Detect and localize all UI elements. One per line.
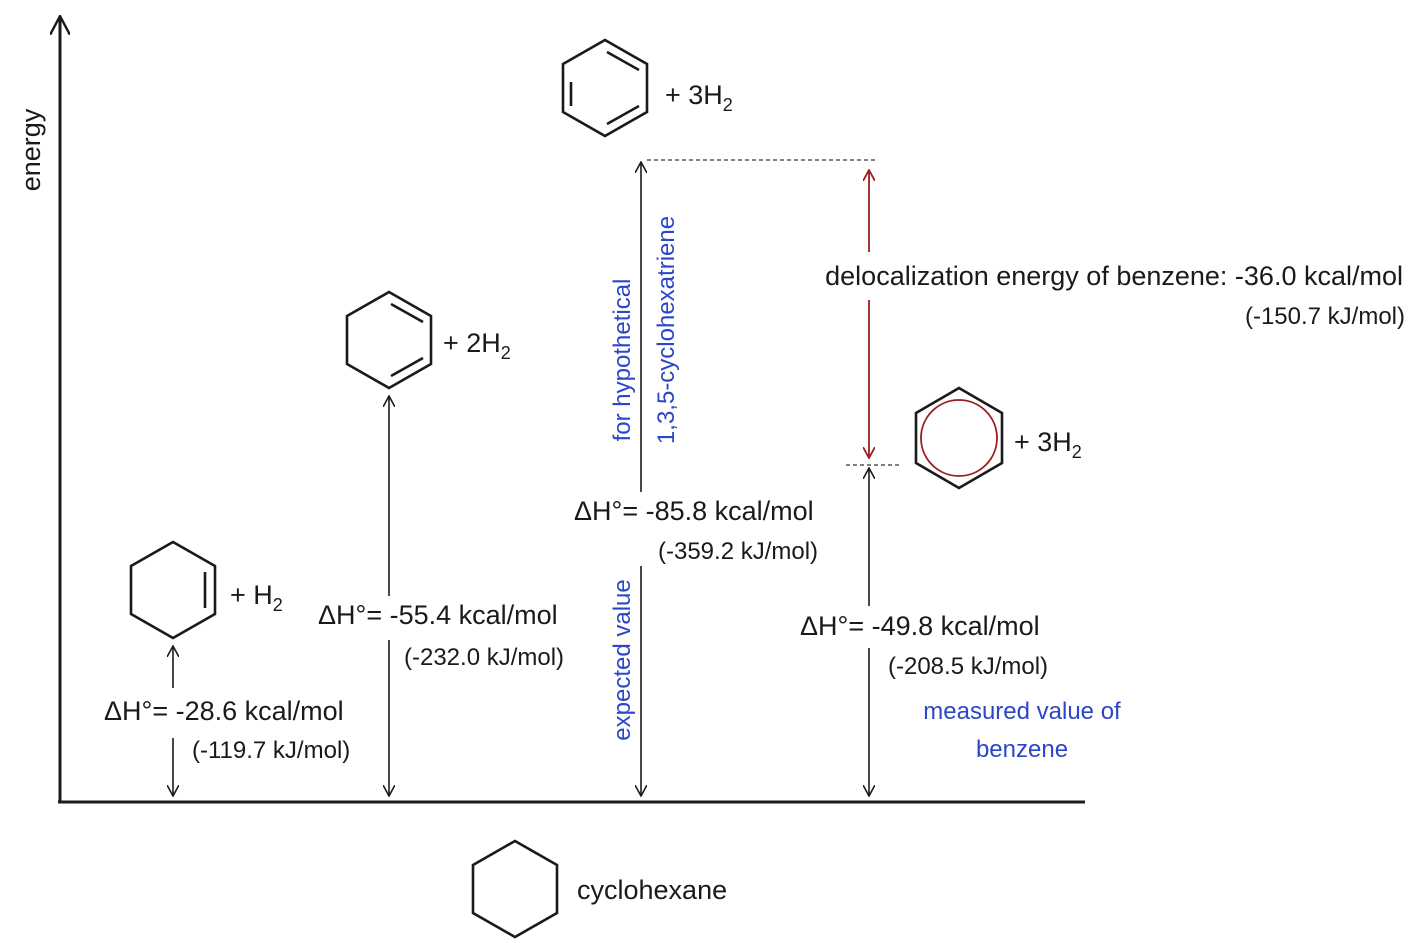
cyclohexene-molecule	[129, 540, 217, 640]
cyclohexene-dh-kj: (-119.7 kJ/mol)	[192, 737, 350, 764]
benzene-dh-kj: (-208.5 kJ/mol)	[888, 653, 1048, 680]
delocalization-kj: (-150.7 kJ/mol)	[1245, 303, 1405, 330]
cyclohexatriene-dh-kcal: ΔH°= -85.8 kcal/mol	[574, 496, 814, 526]
cyclohexadiene-dh-kcal: ΔH°= -55.4 kcal/mol	[318, 600, 558, 630]
benzene-note-line1: measured value of	[923, 698, 1121, 725]
cyclohexadiene-plus-h2: + 2H2	[443, 328, 511, 363]
cyclohexane-ring	[471, 839, 559, 939]
y-axis-label: energy	[16, 108, 46, 191]
benzene-note-line2: benzene	[976, 736, 1068, 763]
cyclohexatriene-plus-h2: + 3H2	[665, 80, 733, 115]
cyclohexadiene-molecule	[345, 290, 433, 390]
benzene-molecule	[914, 386, 1004, 490]
cyclohexatriene-note-expected: expected value	[609, 579, 636, 740]
benzene-dh-kcal: ΔH°= -49.8 kcal/mol	[800, 611, 1040, 641]
cyclohexene-dh-kcal: ΔH°= -28.6 kcal/mol	[104, 696, 344, 726]
delocalization-label: delocalization energy of benzene: -36.0 …	[825, 261, 1403, 291]
benzene-plus-h2: + 3H2	[1014, 427, 1082, 462]
cyclohexatriene-molecule	[561, 38, 649, 138]
cyclohexatriene-dh-kj: (-359.2 kJ/mol)	[658, 538, 818, 565]
cyclohexene-plus-h2: + H2	[230, 580, 283, 615]
cyclohexane-molecule	[471, 839, 559, 939]
cyclohexatriene-note-line2: 1,3,5-cyclohexatriene	[653, 216, 680, 444]
cyclohexane-label: cyclohexane	[577, 875, 727, 905]
benzene-aromatic-circle	[920, 399, 998, 477]
cyclohexatriene-note-line1: for hypothetical	[609, 279, 636, 442]
cyclohexadiene-dh-kj: (-232.0 kJ/mol)	[404, 644, 564, 671]
